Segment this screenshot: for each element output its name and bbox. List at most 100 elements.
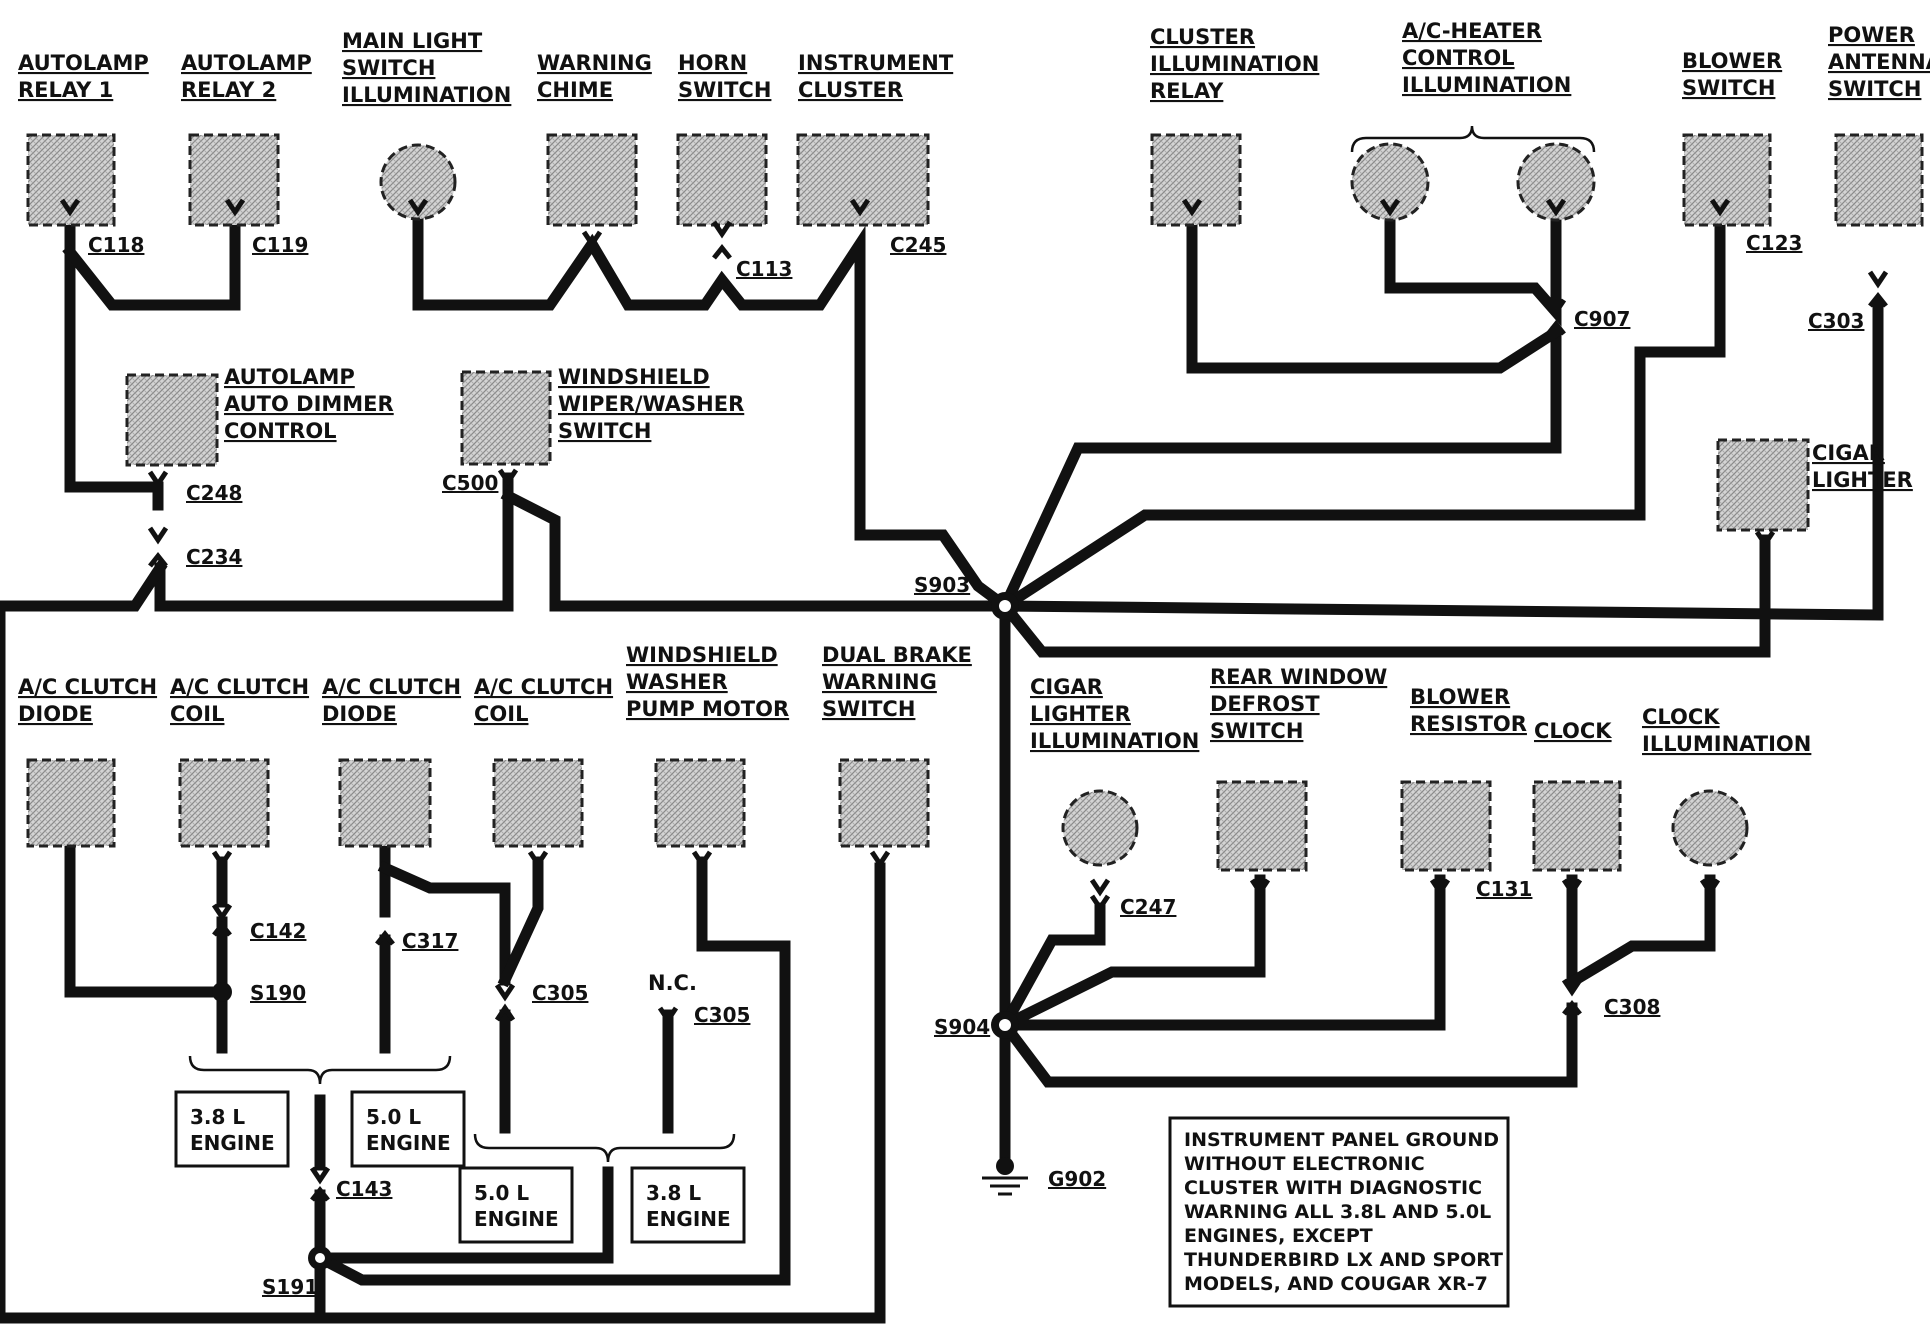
label-c907: C907 bbox=[1574, 307, 1630, 331]
engine-box-left-38-line1: 3.8 L bbox=[190, 1105, 245, 1129]
wire-cigar-s903 bbox=[997, 534, 1771, 658]
main-light-switch-bulb bbox=[379, 143, 457, 221]
connector-marks bbox=[59, 198, 1889, 1202]
wire-washer-s191 bbox=[312, 856, 791, 1286]
horn-switch-body bbox=[676, 133, 768, 227]
s904-splice-core bbox=[999, 1019, 1011, 1031]
label-c245: C245 bbox=[890, 233, 946, 257]
ac-clutch-coil-1-body bbox=[178, 758, 270, 848]
wire-clock-illum bbox=[1564, 874, 1716, 990]
label-nc: N.C. bbox=[648, 971, 697, 995]
label-c113: C113 bbox=[736, 257, 792, 281]
label-autolamp-relay-2-l2: RELAY 2 bbox=[181, 78, 276, 102]
windshield-wiper-body bbox=[460, 370, 552, 466]
label-s904: S904 bbox=[934, 1015, 990, 1039]
connector-labels: C118 C119 C113 C245 C907 C123 C303 C248 … bbox=[88, 231, 1864, 1299]
label-ac-heater-l3: ILLUMINATION bbox=[1402, 73, 1571, 97]
label-main-light-l1: MAIN LIGHT bbox=[342, 29, 483, 53]
label-ac-coil-1-l2: COIL bbox=[170, 702, 224, 726]
wire-clock-s904 bbox=[997, 1002, 1578, 1088]
engine-box-right-50-line1: 5.0 L bbox=[474, 1181, 529, 1205]
label-autolamp-dimmer-l1: AUTOLAMP bbox=[224, 365, 355, 389]
engine-box-left-50-line2: ENGINE bbox=[366, 1131, 451, 1155]
c303-mark-top bbox=[1867, 270, 1889, 289]
cigar-lighter-illum-bulb bbox=[1061, 789, 1139, 867]
label-cluster-illum-l1: CLUSTER bbox=[1150, 25, 1255, 49]
label-cigar-illum-l1: CIGAR bbox=[1030, 675, 1103, 699]
label-power-antenna-l1: POWER bbox=[1828, 23, 1915, 47]
defrost-mark bbox=[1249, 878, 1271, 897]
note-line-2: WITHOUT ELECTRONIC bbox=[1184, 1153, 1425, 1175]
c234-mark-top bbox=[147, 526, 169, 545]
component-labels: AUTOLAMP RELAY 1 AUTOLAMP RELAY 2 MAIN L… bbox=[18, 19, 1930, 756]
ac-clutch-diode-1-body bbox=[26, 758, 116, 848]
label-autolamp-relay-1-l1: AUTOLAMP bbox=[18, 51, 149, 75]
c123-mark bbox=[1709, 198, 1731, 217]
label-c303: C303 bbox=[1808, 309, 1864, 333]
c907-mark-bot bbox=[1546, 319, 1566, 336]
cigar-lighter-mark bbox=[1754, 530, 1776, 549]
engine-box-right-50-line2: ENGINE bbox=[474, 1207, 559, 1231]
label-autolamp-dimmer-l2: AUTO DIMMER bbox=[224, 392, 394, 416]
label-c123: C123 bbox=[1746, 231, 1802, 255]
wire-c234-left bbox=[0, 560, 168, 612]
label-cigar-lighter-l2: LIGHTER bbox=[1812, 468, 1913, 492]
label-c248: C248 bbox=[186, 481, 242, 505]
label-ac-diode-2-l2: DIODE bbox=[322, 702, 397, 726]
wire-c118-c119 bbox=[62, 206, 241, 311]
label-main-light-l3: ILLUMINATION bbox=[342, 83, 511, 107]
engine-box-right-38-line1: 3.8 L bbox=[646, 1181, 701, 1205]
c247-mark-bot bbox=[1089, 894, 1111, 913]
c142-mark-top bbox=[211, 903, 233, 922]
cluster-relay-mark bbox=[1181, 198, 1203, 217]
clock-illum-bulb bbox=[1671, 789, 1749, 867]
splices bbox=[212, 592, 1019, 1270]
label-rear-defrost-l2: DEFROST bbox=[1210, 692, 1320, 716]
c119-mark bbox=[224, 198, 246, 217]
wire-c247-s904 bbox=[997, 902, 1106, 1033]
label-clock-illum-l2: ILLUMINATION bbox=[1642, 732, 1811, 756]
label-horn-switch-l1: HORN bbox=[678, 51, 747, 75]
label-cluster-illum-l3: RELAY bbox=[1150, 79, 1224, 103]
wire-c118-c248 bbox=[64, 206, 164, 511]
label-power-antenna-l2: ANTENNA bbox=[1828, 50, 1930, 74]
c500-mark bbox=[497, 468, 519, 487]
c305b-mark bbox=[657, 1006, 679, 1025]
label-ac-coil-2-l2: COIL bbox=[474, 702, 528, 726]
c303-mark-bot bbox=[1868, 291, 1888, 308]
c247-mark-top bbox=[1089, 878, 1111, 897]
label-blower-resistor-l2: RESISTOR bbox=[1410, 712, 1527, 736]
label-blower-switch-l1: BLOWER bbox=[1682, 49, 1782, 73]
coil1-mark bbox=[211, 850, 233, 869]
c118-mark bbox=[59, 198, 81, 217]
note-line-1: INSTRUMENT PANEL GROUND bbox=[1184, 1129, 1499, 1151]
wires bbox=[0, 206, 1884, 1324]
label-ac-diode-2-l1: A/C CLUTCH bbox=[322, 675, 461, 699]
s191-splice-core bbox=[315, 1253, 325, 1263]
c113-mark-bot bbox=[712, 243, 732, 260]
wire-c500-s903 bbox=[500, 488, 1011, 612]
label-s903: S903 bbox=[914, 573, 970, 597]
label-c247: C247 bbox=[1120, 895, 1176, 919]
label-cigar-illum-l2: LIGHTER bbox=[1030, 702, 1131, 726]
label-wiper-l1: WINDSHIELD bbox=[558, 365, 710, 389]
ac-heater-bulb-2 bbox=[1516, 142, 1596, 222]
label-ac-coil-1-l1: A/C CLUTCH bbox=[170, 675, 309, 699]
wire-s191-right bbox=[314, 1166, 614, 1264]
wire-ac-heater bbox=[1384, 206, 1562, 327]
c245-mark bbox=[849, 198, 871, 217]
note-line-7: MODELS, AND COUGAR XR-7 bbox=[1184, 1273, 1488, 1295]
ac-heater-brace bbox=[1350, 125, 1596, 153]
autolamp-dimmer-body bbox=[125, 373, 219, 467]
c308-mark-bot bbox=[1562, 999, 1582, 1016]
note-line-6: THUNDERBIRD LX AND SPORT bbox=[1184, 1249, 1503, 1271]
dual-brake-body bbox=[838, 758, 930, 848]
engine-boxes: 3.8 L ENGINE 5.0 L ENGINE 5.0 L ENGINE 3… bbox=[174, 1090, 746, 1244]
engine-box-left-50 bbox=[350, 1090, 466, 1168]
label-washer-pump-l1: WINDSHIELD bbox=[626, 643, 778, 667]
power-antenna-body bbox=[1834, 133, 1924, 227]
wire-defrost-s904 bbox=[997, 874, 1266, 1033]
label-c308: C308 bbox=[1604, 995, 1660, 1019]
label-c119: C119 bbox=[252, 233, 308, 257]
label-autolamp-relay-2-l1: AUTOLAMP bbox=[181, 51, 312, 75]
